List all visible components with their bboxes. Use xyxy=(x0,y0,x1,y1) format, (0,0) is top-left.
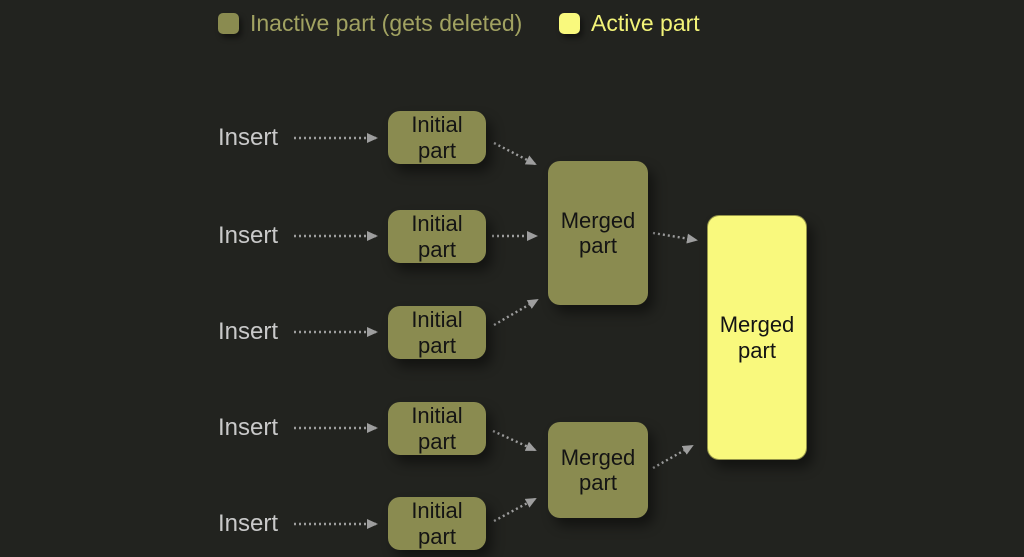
node-merged-part-final: Merged part xyxy=(707,215,807,460)
insert-label-2: Insert xyxy=(218,222,279,249)
node-merged-part-top: Merged part xyxy=(548,161,648,305)
insert-label-5: Insert xyxy=(218,510,279,537)
arrow-initial1-to-merged-top xyxy=(493,141,537,166)
active-swatch-icon xyxy=(559,13,580,34)
node-initial-part-3: Initial part xyxy=(388,306,486,359)
arrow-initial3-to-merged-top xyxy=(493,298,539,327)
node-initial-part-4: Initial part xyxy=(388,402,486,455)
legend-inactive-label: Inactive part (gets deleted) xyxy=(250,10,523,36)
legend-item-inactive: Inactive part (gets deleted) xyxy=(218,11,522,36)
node-initial-part-1: Initial part xyxy=(388,111,486,164)
insert-label-3: Insert xyxy=(218,318,279,345)
legend-active-label: Active part xyxy=(591,10,700,36)
insert-label-4: Insert xyxy=(218,414,279,441)
node-initial-part-5: Initial part xyxy=(388,497,486,550)
arrow-merged-bottom-to-final xyxy=(652,444,694,470)
node-merged-part-bottom: Merged part xyxy=(548,422,648,518)
legend-item-active: Active part xyxy=(559,11,700,36)
insert-label-1: Insert xyxy=(218,124,279,151)
arrow-initial5-to-merged-bottom xyxy=(493,497,537,523)
arrow-merged-top-to-final xyxy=(652,231,698,244)
arrow-initial4-to-merged-bottom xyxy=(492,429,537,452)
node-initial-part-2: Initial part xyxy=(388,210,486,263)
inactive-swatch-icon xyxy=(218,13,239,34)
